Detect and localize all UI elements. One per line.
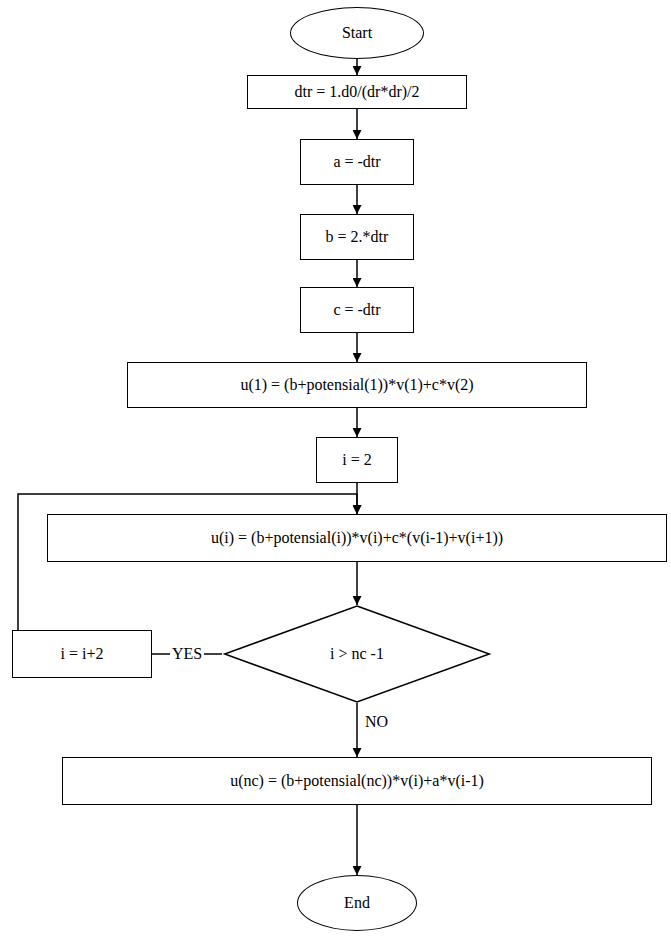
flow-arrow xyxy=(356,333,358,362)
node-text: i = 2 xyxy=(342,451,371,469)
flow-arrow xyxy=(356,185,358,214)
flow-arrow xyxy=(356,562,358,605)
node-text: c = -dtr xyxy=(333,301,380,319)
node-text: End xyxy=(344,894,370,912)
process-box: i = 2 xyxy=(316,437,398,483)
diamond-shape xyxy=(225,606,490,702)
flow-arrow xyxy=(356,59,358,75)
process-box: dtr = 1.d0/(dr*dr)/2 xyxy=(247,75,467,109)
terminal-oval: End xyxy=(297,875,417,931)
terminal-oval: Start xyxy=(290,7,424,59)
node-text: u(i) = (b+potensial(i))*v(i)+c*(v(i-1)+v… xyxy=(211,529,503,547)
process-box: u(1) = (b+potensial(1))*v(1)+c*v(2) xyxy=(127,362,587,408)
flow-arrow xyxy=(356,703,358,757)
node-text: b = 2.*dtr xyxy=(326,228,389,246)
node-text: i > nc -1 xyxy=(330,645,384,663)
edge-label: YES xyxy=(170,645,204,663)
process-box: i = i+2 xyxy=(12,630,152,678)
process-box: u(i) = (b+potensial(i))*v(i)+c*(v(i-1)+v… xyxy=(47,514,667,562)
edge-label: NO xyxy=(363,713,390,731)
node-text: u(nc) = (b+potensial(nc))*v(i)+a*v(i-1) xyxy=(230,772,484,790)
flow-arrow xyxy=(356,408,358,437)
node-text: Start xyxy=(342,24,372,42)
flow-arrow xyxy=(356,109,358,139)
node-text: u(1) = (b+potensial(1))*v(1)+c*v(2) xyxy=(240,376,473,394)
flow-arrow xyxy=(356,805,358,875)
flow-arrow xyxy=(356,260,358,287)
process-box: a = -dtr xyxy=(300,139,414,185)
process-box: u(nc) = (b+potensial(nc))*v(i)+a*v(i-1) xyxy=(62,757,652,805)
node-text: a = -dtr xyxy=(333,153,380,171)
node-text: i = i+2 xyxy=(61,645,104,663)
decision-diamond: i > nc -1 xyxy=(222,605,492,703)
node-text: dtr = 1.d0/(dr*dr)/2 xyxy=(295,83,420,101)
process-box: c = -dtr xyxy=(300,287,414,333)
process-box: b = 2.*dtr xyxy=(300,214,414,260)
